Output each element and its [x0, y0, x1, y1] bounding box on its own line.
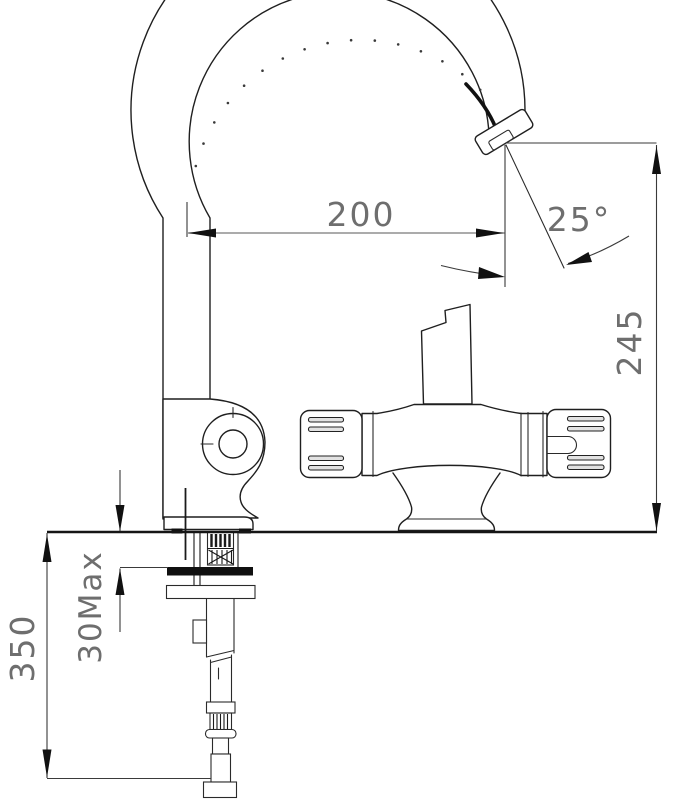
dim-label-reach: 200 — [327, 195, 396, 234]
spout-outer-edge — [130, 0, 526, 520]
dimension-supply-350: 350 — [3, 533, 211, 780]
hose-tube-upper — [211, 737, 230, 755]
under-counter-assembly — [165, 531, 256, 799]
left-knob — [299, 409, 374, 479]
spout-nozzle — [474, 108, 534, 156]
hose-tube-lower — [210, 753, 232, 783]
dimension-reach-200: 200 — [186, 195, 505, 238]
pivot-inner-circle — [218, 429, 248, 459]
right-knob-grip-slot — [566, 425, 605, 432]
spout-reference-lines — [504, 142, 657, 287]
aerator-slot — [488, 129, 514, 151]
dim-label-supply: 350 — [3, 614, 42, 683]
supply-pipe — [192, 597, 238, 799]
hose-collar-lower — [204, 728, 237, 739]
dim-label-deck: 30Max — [73, 550, 109, 664]
right-knob-grip-slot — [566, 454, 605, 461]
spout-inner-edge — [188, 0, 490, 400]
chrome-dots — [194, 38, 482, 168]
dim-label-height: 245 — [610, 308, 649, 377]
shank-lines — [193, 532, 239, 585]
handle-assembly — [299, 303, 612, 532]
bell-base — [392, 472, 501, 532]
spout — [130, 0, 534, 520]
dimension-height-245: 245 — [610, 145, 661, 531]
left-knob-grip-slot — [307, 416, 345, 423]
right-knob-keyhole-slot — [546, 435, 577, 455]
valve-body — [361, 403, 548, 477]
pipe-side-nub — [192, 619, 208, 644]
left-knob-grip-slot — [307, 464, 345, 471]
hose-collar-upper — [205, 701, 236, 714]
threaded-shank — [206, 531, 235, 566]
right-knob-grip-slot — [566, 464, 605, 471]
right-knob — [546, 408, 612, 479]
dimension-angle-25: 25° — [440, 144, 630, 279]
base-flange — [163, 488, 254, 560]
pivot-joint — [162, 398, 266, 519]
right-knob-grip-slot — [566, 415, 605, 422]
hose-thread-section — [209, 712, 233, 731]
flange-plate — [163, 516, 254, 531]
mounting-nut-plate — [165, 584, 256, 600]
left-knob-grip-slot — [307, 455, 345, 462]
right-collar-rings — [520, 410, 544, 478]
dim-label-angle: 25° — [547, 200, 612, 239]
lever-handle — [409, 303, 490, 414]
dimension-deck-30max: 30Max — [73, 470, 168, 664]
spout-accent-highlight — [464, 82, 499, 133]
hose-end-fitting — [202, 781, 238, 799]
left-knob-grip-slot — [307, 426, 345, 433]
pivot-body-outline — [162, 398, 266, 519]
seal-washer — [167, 567, 253, 576]
